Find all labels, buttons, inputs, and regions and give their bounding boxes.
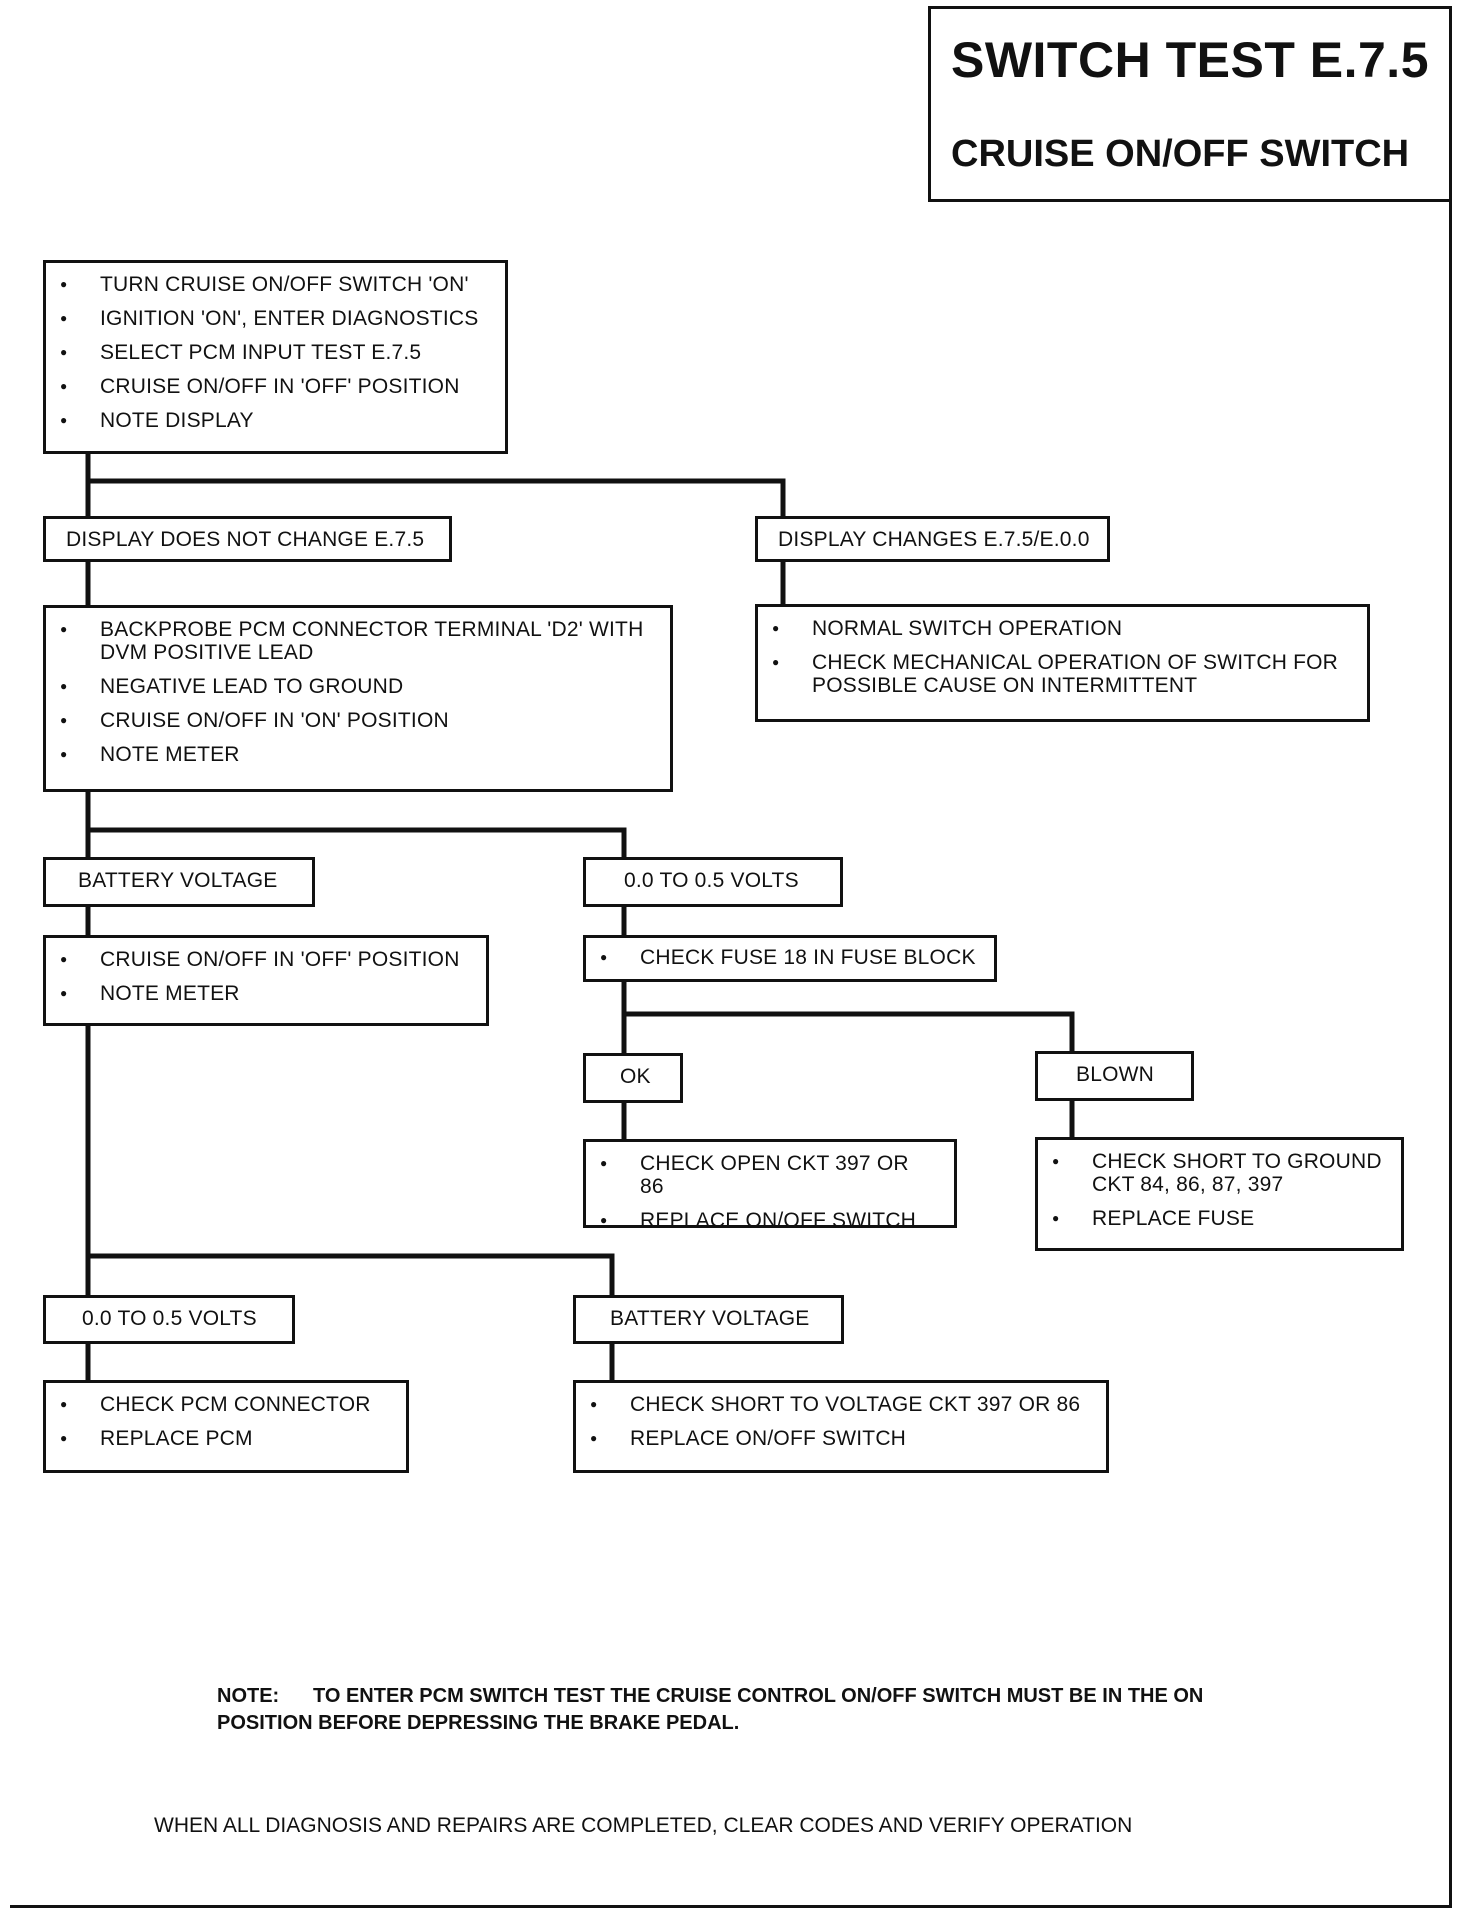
note-lead: NOTE: bbox=[217, 1685, 280, 1707]
battery-voltage-1-label: BATTERY VOLTAGE bbox=[78, 869, 278, 892]
note-text-block: NOTE:TO ENTER PCM SWITCH TEST THE CRUISE… bbox=[217, 1683, 1277, 1737]
list-item: CHECK SHORT TO GROUND CKT 84, 86, 87, 39… bbox=[1052, 1150, 1385, 1196]
display-no-change-label: DISPLAY DOES NOT CHANGE E.7.5 bbox=[66, 528, 425, 551]
list-item: NOTE METER bbox=[60, 743, 654, 766]
battery-voltage-2-label: BATTERY VOLTAGE bbox=[610, 1307, 810, 1330]
low-volts-1-box: 0.0 TO 0.5 VOLTS bbox=[583, 857, 843, 907]
page-subtitle: CRUISE ON/OFF SWITCH bbox=[951, 133, 1410, 175]
note-text: TO ENTER PCM SWITCH TEST THE CRUISE CONT… bbox=[217, 1685, 1204, 1734]
list-item: NORMAL SWITCH OPERATION bbox=[772, 617, 1351, 640]
backprobe-steps: BACKPROBE PCM CONNECTOR TERMINAL 'D2' WI… bbox=[46, 608, 670, 766]
list-item: CHECK MECHANICAL OPERATION OF SWITCH FOR… bbox=[772, 651, 1351, 697]
fuse-blown-label: BLOWN bbox=[1076, 1063, 1155, 1086]
start-steps: TURN CRUISE ON/OFF SWITCH 'ON' IGNITION … bbox=[46, 263, 505, 432]
battery-voltage-2-steps: CHECK SHORT TO VOLTAGE CKT 397 OR 86 REP… bbox=[576, 1383, 1106, 1450]
title-box: SWITCH TEST E.7.5 CRUISE ON/OFF SWITCH bbox=[928, 6, 1452, 202]
backprobe-steps-box: BACKPROBE PCM CONNECTOR TERMINAL 'D2' WI… bbox=[43, 605, 673, 792]
normal-operation-steps: NORMAL SWITCH OPERATION CHECK MECHANICAL… bbox=[758, 607, 1367, 697]
display-changes-label: DISPLAY CHANGES E.7.5/E.0.0 bbox=[778, 528, 1090, 551]
list-item: TURN CRUISE ON/OFF SWITCH 'ON' bbox=[60, 273, 489, 296]
fuse-ok-label: OK bbox=[620, 1065, 651, 1088]
low-volts-2-label: 0.0 TO 0.5 VOLTS bbox=[82, 1307, 257, 1330]
low-volts-2-steps-box: CHECK PCM CONNECTOR REPLACE PCM bbox=[43, 1380, 409, 1473]
list-item: NOTE DISPLAY bbox=[60, 409, 489, 432]
fuse-check-box: CHECK FUSE 18 IN FUSE BLOCK bbox=[583, 935, 997, 982]
list-item: CRUISE ON/OFF IN 'OFF' POSITION bbox=[60, 948, 470, 971]
battery-voltage-1-steps: CRUISE ON/OFF IN 'OFF' POSITION NOTE MET… bbox=[46, 938, 486, 1005]
fuse-blown-steps: CHECK SHORT TO GROUND CKT 84, 86, 87, 39… bbox=[1038, 1140, 1401, 1230]
battery-voltage-1-box: BATTERY VOLTAGE bbox=[43, 857, 315, 907]
fuse-ok-box: OK bbox=[583, 1053, 683, 1103]
battery-voltage-2-steps-box: CHECK SHORT TO VOLTAGE CKT 397 OR 86 REP… bbox=[573, 1380, 1109, 1473]
list-item: CRUISE ON/OFF IN 'ON' POSITION bbox=[60, 709, 654, 732]
list-item: REPLACE PCM bbox=[60, 1427, 390, 1450]
fuse-ok-steps: CHECK OPEN CKT 397 OR 86 REPLACE ON/OFF … bbox=[586, 1142, 954, 1232]
low-volts-2-steps: CHECK PCM CONNECTOR REPLACE PCM bbox=[46, 1383, 406, 1450]
low-volts-2-box: 0.0 TO 0.5 VOLTS bbox=[43, 1295, 295, 1344]
battery-voltage-1-steps-box: CRUISE ON/OFF IN 'OFF' POSITION NOTE MET… bbox=[43, 935, 489, 1026]
battery-voltage-2-box: BATTERY VOLTAGE bbox=[573, 1295, 844, 1344]
display-changes-box: DISPLAY CHANGES E.7.5/E.0.0 bbox=[755, 516, 1110, 562]
list-item: CHECK OPEN CKT 397 OR 86 bbox=[600, 1152, 938, 1198]
list-item: IGNITION 'ON', ENTER DIAGNOSTICS bbox=[60, 307, 489, 330]
list-item: REPLACE FUSE bbox=[1052, 1207, 1385, 1230]
list-item: CRUISE ON/OFF IN 'OFF' POSITION bbox=[60, 375, 489, 398]
fuse-blown-steps-box: CHECK SHORT TO GROUND CKT 84, 86, 87, 39… bbox=[1035, 1137, 1404, 1251]
fuse-blown-box: BLOWN bbox=[1035, 1051, 1194, 1101]
list-item: REPLACE ON/OFF SWITCH bbox=[600, 1209, 938, 1232]
list-item: NOTE METER bbox=[60, 982, 470, 1005]
list-item: CHECK PCM CONNECTOR bbox=[60, 1393, 390, 1416]
list-item: NEGATIVE LEAD TO GROUND bbox=[60, 675, 654, 698]
start-steps-box: TURN CRUISE ON/OFF SWITCH 'ON' IGNITION … bbox=[43, 260, 508, 454]
list-item: REPLACE ON/OFF SWITCH bbox=[590, 1427, 1090, 1450]
fuse-ok-steps-box: CHECK OPEN CKT 397 OR 86 REPLACE ON/OFF … bbox=[583, 1139, 957, 1232]
fuse-check-steps: CHECK FUSE 18 IN FUSE BLOCK bbox=[586, 938, 994, 969]
low-volts-1-label: 0.0 TO 0.5 VOLTS bbox=[624, 869, 799, 892]
list-item: CHECK FUSE 18 IN FUSE BLOCK bbox=[600, 946, 978, 969]
page-title: SWITCH TEST E.7.5 bbox=[951, 32, 1430, 88]
display-no-change-box: DISPLAY DOES NOT CHANGE E.7.5 bbox=[43, 516, 452, 562]
normal-operation-box: NORMAL SWITCH OPERATION CHECK MECHANICAL… bbox=[755, 604, 1370, 722]
list-item: BACKPROBE PCM CONNECTOR TERMINAL 'D2' WI… bbox=[60, 618, 654, 664]
list-item: SELECT PCM INPUT TEST E.7.5 bbox=[60, 341, 489, 364]
footer-instruction: WHEN ALL DIAGNOSIS AND REPAIRS ARE COMPL… bbox=[154, 1814, 1133, 1837]
list-item: CHECK SHORT TO VOLTAGE CKT 397 OR 86 bbox=[590, 1393, 1090, 1416]
page-frame bbox=[10, 8, 1452, 1908]
